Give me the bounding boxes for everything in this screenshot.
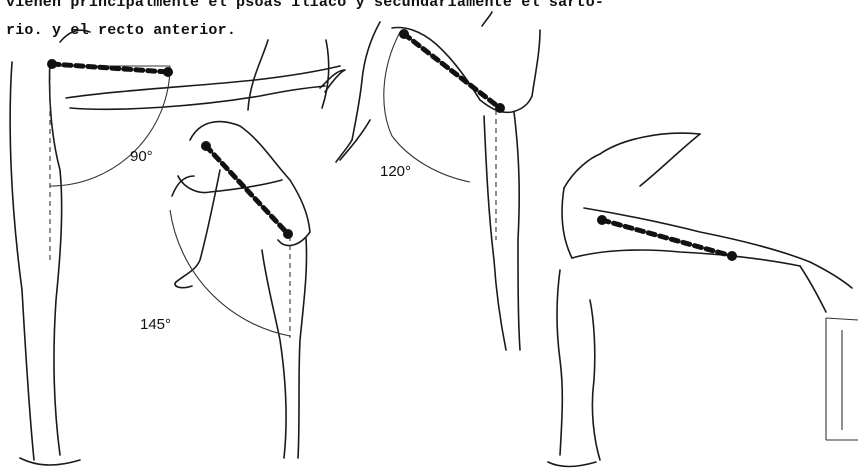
angle-label-120: 120° <box>380 163 411 180</box>
figure-hip-flexion-90 <box>10 30 345 465</box>
angle-label-145: 145° <box>140 316 171 333</box>
angle-label-90: 90° <box>130 148 153 165</box>
figure-hip-extension-box <box>548 133 858 466</box>
figure-hip-flexion-145 <box>170 40 329 458</box>
figure-hip-flexion-120 <box>336 12 540 350</box>
